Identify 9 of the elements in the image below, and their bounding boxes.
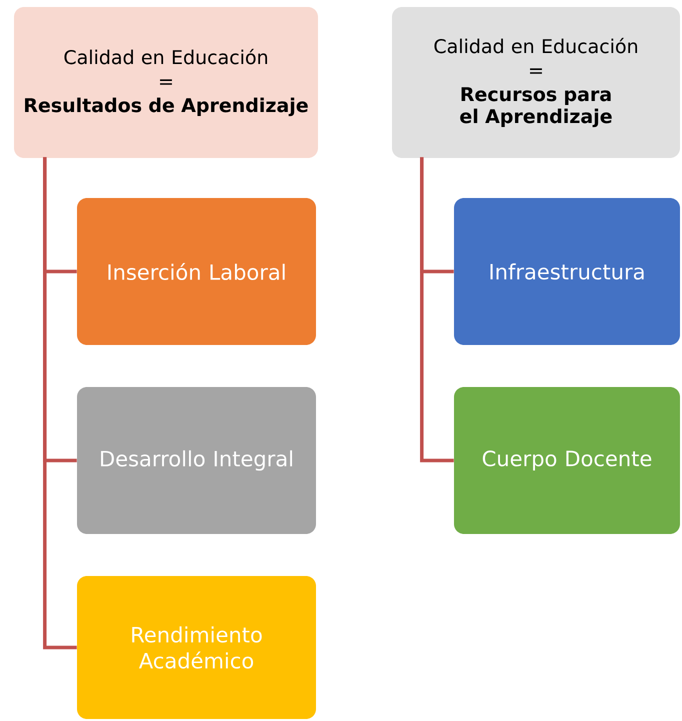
connector-line — [420, 157, 454, 462]
category-box: Rendimiento Académico — [77, 576, 316, 719]
category-box: Cuerpo Docente — [454, 387, 680, 534]
category-box: Inserción Laboral — [77, 198, 316, 345]
category-box: Desarrollo Integral — [77, 387, 316, 534]
heading-box: Calidad en Educación = Recursos para el Aprendizaje — [392, 7, 680, 158]
connector-line — [43, 157, 77, 650]
category-box: Infraestructura — [454, 198, 680, 345]
heading-box: Calidad en Educación = Resultados de Aprendizaje — [14, 7, 318, 158]
